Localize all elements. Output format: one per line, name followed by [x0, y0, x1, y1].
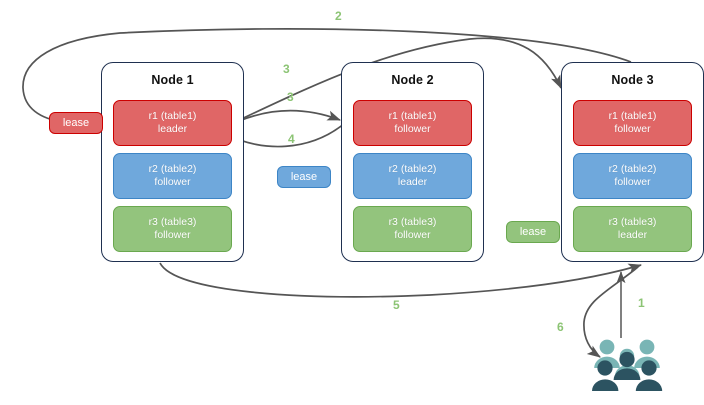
node-title: Node 1: [151, 73, 194, 87]
arrow-step-4: [227, 122, 346, 148]
arrow-step-5: [159, 262, 642, 298]
node-card-1[interactable]: Node 1 r1 (table1) leader r2 (table2) fo…: [101, 62, 244, 262]
replica-role: follower: [154, 229, 191, 241]
replica-role: follower: [614, 123, 651, 135]
lease-chip-green[interactable]: lease: [506, 221, 560, 243]
step-label-4: 4: [288, 132, 295, 146]
replica-r1[interactable]: r1 (table1) follower: [353, 100, 472, 146]
step-label-2: 2: [335, 9, 342, 23]
replica-r2[interactable]: r2 (table2) follower: [573, 153, 692, 199]
arrow-step-3-long: [221, 37, 562, 129]
replica-name: r1 (table1): [148, 110, 197, 122]
node-card-3[interactable]: Node 3 r1 (table1) follower r2 (table2) …: [561, 62, 704, 262]
replica-name: r2 (table2): [148, 163, 197, 175]
replica-name: r3 (table3): [388, 216, 437, 228]
replica-name: r1 (table1): [608, 110, 657, 122]
step-label-3-lower: 3: [287, 90, 294, 104]
replica-role: follower: [394, 123, 431, 135]
replica-name: r3 (table3): [608, 216, 657, 228]
node-title: Node 2: [391, 73, 434, 87]
replica-name: r2 (table2): [608, 163, 657, 175]
lease-chip-blue[interactable]: lease: [277, 166, 331, 188]
replica-role: follower: [614, 176, 651, 188]
arrow-step-2: [22, 28, 632, 126]
step-label-1: 1: [638, 296, 645, 310]
step-label-6: 6: [557, 320, 564, 334]
arrow-step-6: [583, 266, 639, 358]
people-group-icon: [592, 339, 663, 391]
replica-name: r3 (table3): [148, 216, 197, 228]
replica-role: leader: [617, 229, 648, 241]
replica-r3[interactable]: r3 (table3) leader: [573, 206, 692, 252]
replica-r2[interactable]: r2 (table2) leader: [353, 153, 472, 199]
node-card-2[interactable]: Node 2 r1 (table1) follower r2 (table2) …: [341, 62, 484, 262]
replica-role: follower: [394, 229, 431, 241]
replica-name: r1 (table1): [388, 110, 437, 122]
replica-r3[interactable]: r3 (table3) follower: [353, 206, 472, 252]
replica-role: follower: [154, 176, 191, 188]
replica-role: leader: [397, 176, 428, 188]
step-label-5: 5: [393, 298, 400, 312]
step-label-3-upper: 3: [283, 62, 290, 76]
replica-r1[interactable]: r1 (table1) leader: [113, 100, 232, 146]
replica-list: r1 (table1) follower r2 (table2) leader …: [342, 87, 483, 262]
replica-r1[interactable]: r1 (table1) follower: [573, 100, 692, 146]
replica-list: r1 (table1) follower r2 (table2) followe…: [562, 87, 703, 262]
replica-role: leader: [157, 123, 188, 135]
replica-r2[interactable]: r2 (table2) follower: [113, 153, 232, 199]
node-title: Node 3: [611, 73, 654, 87]
replica-r3[interactable]: r3 (table3) follower: [113, 206, 232, 252]
replica-name: r2 (table2): [388, 163, 437, 175]
lease-chip-red[interactable]: lease: [49, 112, 103, 134]
replica-list: r1 (table1) leader r2 (table2) follower …: [102, 87, 243, 262]
